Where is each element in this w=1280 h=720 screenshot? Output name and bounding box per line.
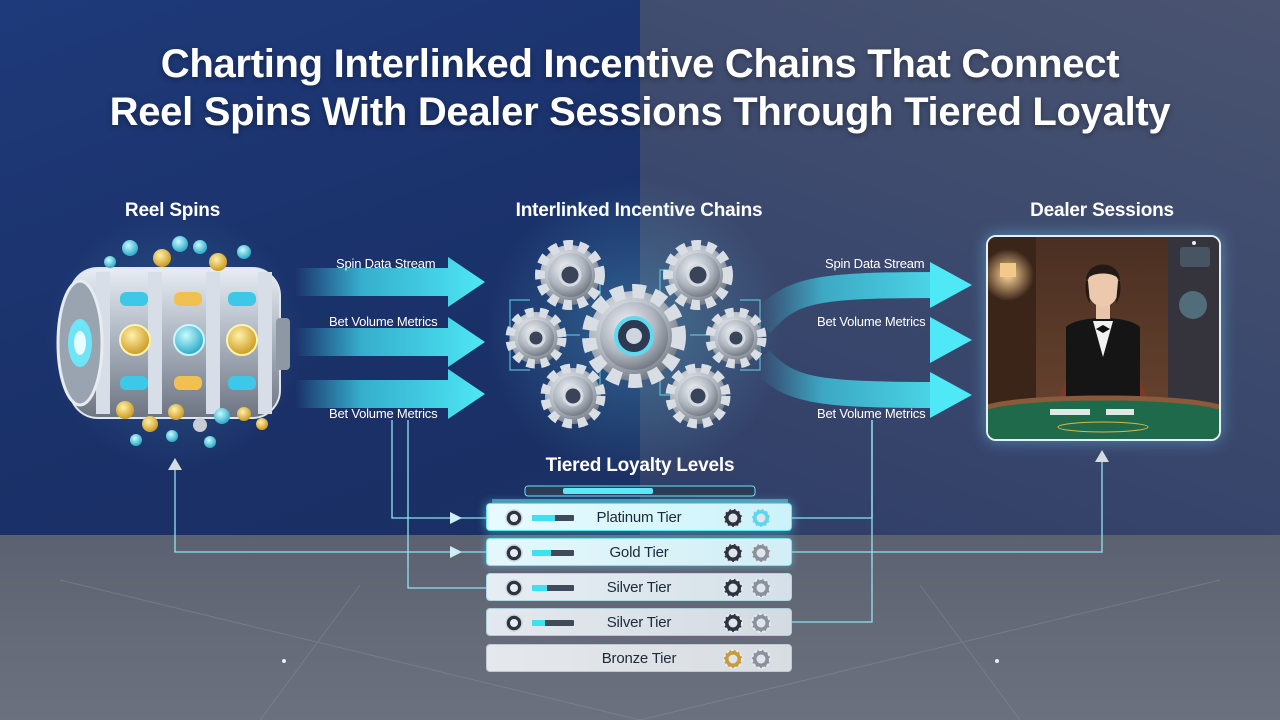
floating-coins: [104, 236, 268, 448]
tier-progress-fill: [532, 515, 556, 521]
medal-icon: [505, 509, 523, 527]
poker-chip-icon: [723, 613, 743, 633]
flow-arrow-1: [295, 257, 485, 307]
left-flow-label-2: Bet Volume Metrics: [329, 314, 438, 329]
tier-label: Gold Tier: [609, 543, 669, 561]
casino-dealer-image: [986, 235, 1221, 441]
left-flow-arrows: [295, 257, 485, 419]
left-flow-label-3: Bet Volume Metrics: [329, 406, 438, 421]
poker-chip-icon: [723, 508, 743, 528]
tier-label: Bronze Tier: [601, 649, 677, 667]
medal-icon: [505, 614, 523, 632]
tier-progress-bar: [532, 620, 574, 626]
flow-arrow-3: [295, 369, 485, 419]
tier-progress-bar: [532, 515, 574, 521]
medal-icon: [505, 544, 523, 562]
slot-reel-icon: [56, 267, 290, 419]
tier-label: Platinum Tier: [596, 508, 682, 526]
poker-chip-icon: [723, 543, 743, 563]
tier-arrow-left-mid: [450, 546, 462, 558]
tier-arrow-left-top: [450, 512, 462, 524]
floor-grid: [59, 579, 1221, 720]
page-title: Charting Interlinked Incentive Chains Th…: [0, 40, 1280, 136]
flow-arrow-2: [295, 317, 485, 367]
tier-row: Gold Tier: [486, 538, 792, 566]
tier-row: Platinum Tier: [486, 503, 792, 531]
tier-label: Silver Tier: [606, 613, 672, 631]
poker-chip-icon: [751, 613, 771, 633]
tier-progress-fill: [532, 585, 547, 591]
tier-row: Silver Tier: [486, 608, 792, 636]
up-arrow-left: [168, 458, 182, 470]
tier-progress-fill: [532, 620, 545, 626]
poker-chip-icon: [751, 543, 771, 563]
tiers-heading: Tiered Loyalty Levels: [545, 455, 735, 476]
tier-row: Silver Tier: [486, 573, 792, 601]
up-arrow-right: [1095, 450, 1109, 462]
poker-chip-icon: [751, 578, 771, 598]
right-flow-label-3: Bet Volume Metrics: [817, 406, 926, 421]
sparkle-dot: [1192, 241, 1196, 245]
title-line-2: Reel Spins With Dealer Sessions Through …: [109, 90, 1171, 134]
right-flow-label-2: Bet Volume Metrics: [817, 314, 926, 329]
right-flow-label-1: Spin Data Stream: [825, 256, 925, 271]
right-flow-arrows: [750, 262, 972, 418]
poker-chip-icon: [723, 578, 743, 598]
sparkle-dot: [995, 659, 999, 663]
poker-chip-icon: [751, 508, 771, 528]
title-line-1: Charting Interlinked Incentive Chains Th…: [160, 42, 1120, 86]
poker-chip-icon: [723, 649, 743, 669]
tier-progress-bar: [532, 585, 574, 591]
tier-progress-bar: [532, 550, 574, 556]
tier-label: Silver Tier: [606, 578, 672, 596]
poker-chip-icon: [751, 649, 771, 669]
left-flow-label-1: Spin Data Stream: [336, 256, 436, 271]
tier-progress-fill: [532, 550, 551, 556]
gears: [505, 240, 767, 429]
medal-icon: [505, 579, 523, 597]
sparkle-dot: [282, 659, 286, 663]
tier-row: Bronze Tier: [486, 644, 792, 672]
heading-dealer-sessions: Dealer Sessions: [1030, 200, 1174, 221]
